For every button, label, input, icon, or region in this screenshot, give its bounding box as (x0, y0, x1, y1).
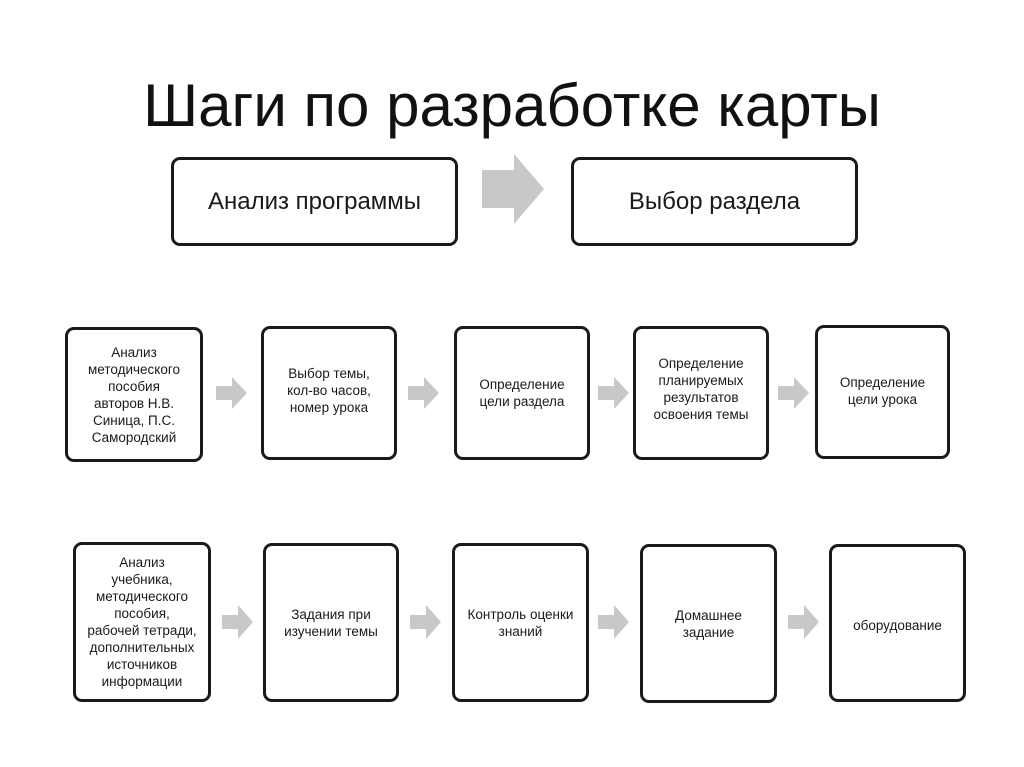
step-topic-choice: Выбор темы, кол-во часов, номер урока (261, 326, 397, 460)
arrow-right-icon (482, 154, 544, 224)
step-label: Задания при изучении темы (284, 607, 378, 639)
step-method-analysis: Анализ методического пособия авторов Н.В… (65, 327, 203, 462)
step-label: Анализ учебника, методического пособия, … (87, 555, 197, 689)
slide-title: Шаги по разработке карты (143, 72, 881, 139)
step-program-analysis: Анализ программы (171, 157, 458, 246)
step-label: оборудование (853, 618, 942, 633)
arrow-right-icon (222, 605, 253, 639)
step-label: Контроль оценки знаний (467, 607, 574, 639)
step-section-choice: Выбор раздела (571, 157, 858, 246)
step-label: Выбор темы, кол-во часов, номер урока (287, 366, 371, 415)
step-section-goal: Определение цели раздела (454, 326, 590, 460)
step-label: Определение цели раздела (479, 377, 565, 409)
step-homework: Домашнее задание (640, 544, 777, 703)
step-label: Выбор раздела (628, 187, 801, 215)
arrow-right-icon (216, 377, 247, 409)
step-label: Анализ методического пособия авторов Н.В… (88, 344, 180, 445)
arrow-right-icon (410, 605, 441, 639)
step-planned-results: Определение планируемых результатов осво… (633, 326, 769, 460)
step-topic-tasks: Задания при изучении темы (263, 543, 399, 702)
step-lesson-goal: Определение цели урока (815, 325, 950, 459)
step-knowledge-control: Контроль оценки знаний (452, 543, 589, 702)
step-label: Определение цели урока (839, 375, 926, 407)
arrow-right-icon (598, 605, 629, 639)
arrow-right-icon (408, 377, 439, 409)
step-equipment: оборудование (829, 544, 966, 702)
arrow-right-icon (598, 377, 629, 409)
arrow-right-icon (788, 605, 819, 639)
step-textbook-analysis: Анализ учебника, методического пособия, … (73, 542, 211, 702)
step-label: Определение планируемых результатов осво… (653, 356, 749, 422)
arrow-right-icon (778, 377, 809, 409)
step-label: Анализ программы (207, 187, 422, 215)
step-label: Домашнее задание (675, 608, 742, 640)
